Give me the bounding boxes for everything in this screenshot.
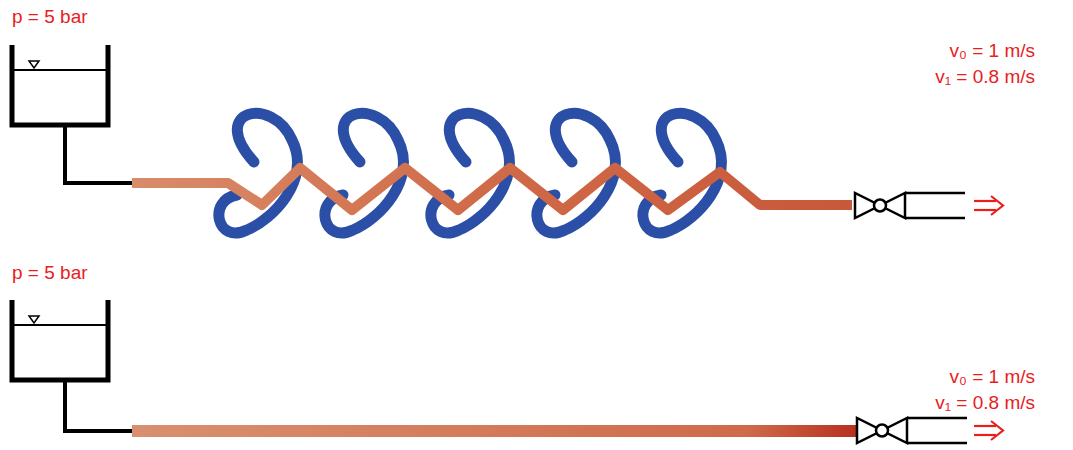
velocity-label: v₁ = 0.8 m/s — [935, 392, 1035, 415]
valve — [855, 193, 965, 218]
valve — [857, 418, 967, 443]
flow-arrow — [974, 421, 1003, 440]
tank — [12, 45, 134, 183]
pressure-label: p = 5 bar — [12, 6, 88, 29]
velocity-label: v₀ = 1 m/s — [950, 40, 1036, 63]
tank — [12, 300, 134, 431]
flow-arrow — [974, 196, 1003, 215]
velocity-label: v₀ = 1 m/s — [950, 366, 1036, 389]
pressure-label: p = 5 bar — [12, 262, 88, 285]
coil-loop — [219, 113, 298, 233]
velocity-label: v₁ = 0.8 m/s — [935, 66, 1035, 89]
coil-loop — [643, 113, 722, 233]
straight-pipe — [132, 425, 856, 437]
coiled-pipe — [132, 168, 852, 210]
